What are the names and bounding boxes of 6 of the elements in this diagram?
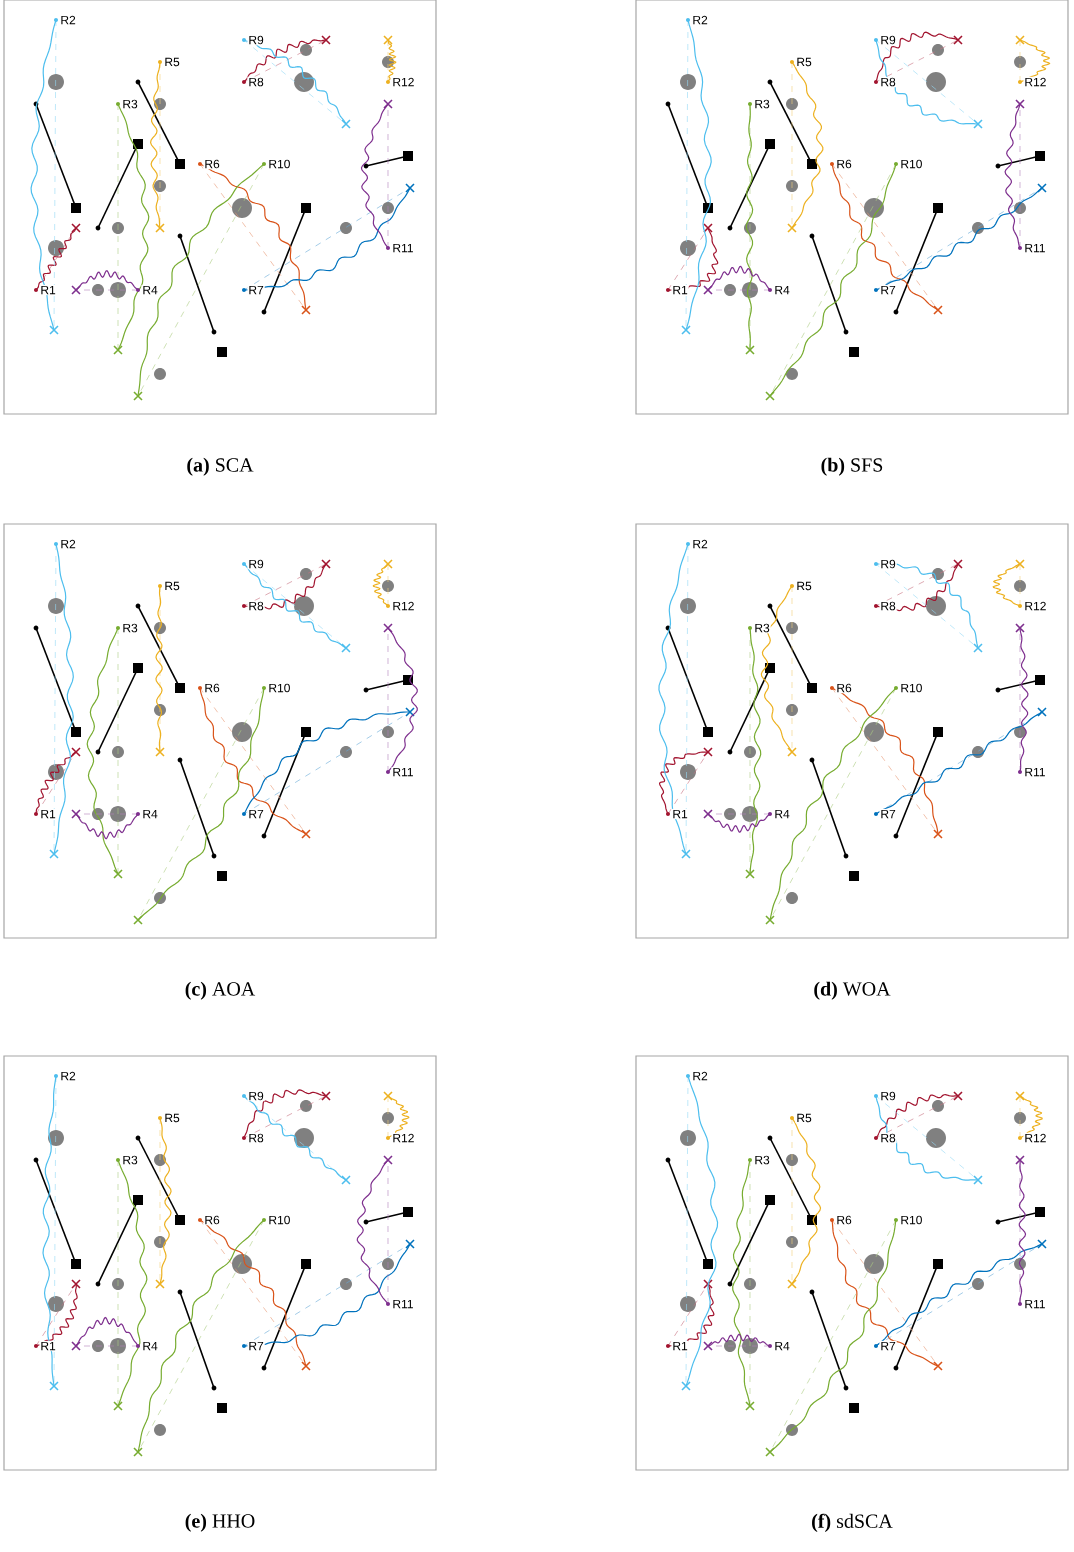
node-label: (a) SCA — [187, 457, 254, 476]
node-label: (f) sdSCA — [812, 1513, 893, 1533]
node-label: (c) AOA — [185, 981, 256, 1000]
node-label: (b) SFS — [821, 457, 883, 476]
node-label: (d) WOA — [814, 981, 891, 1000]
node-label: (e) HHO — [185, 1513, 255, 1532]
